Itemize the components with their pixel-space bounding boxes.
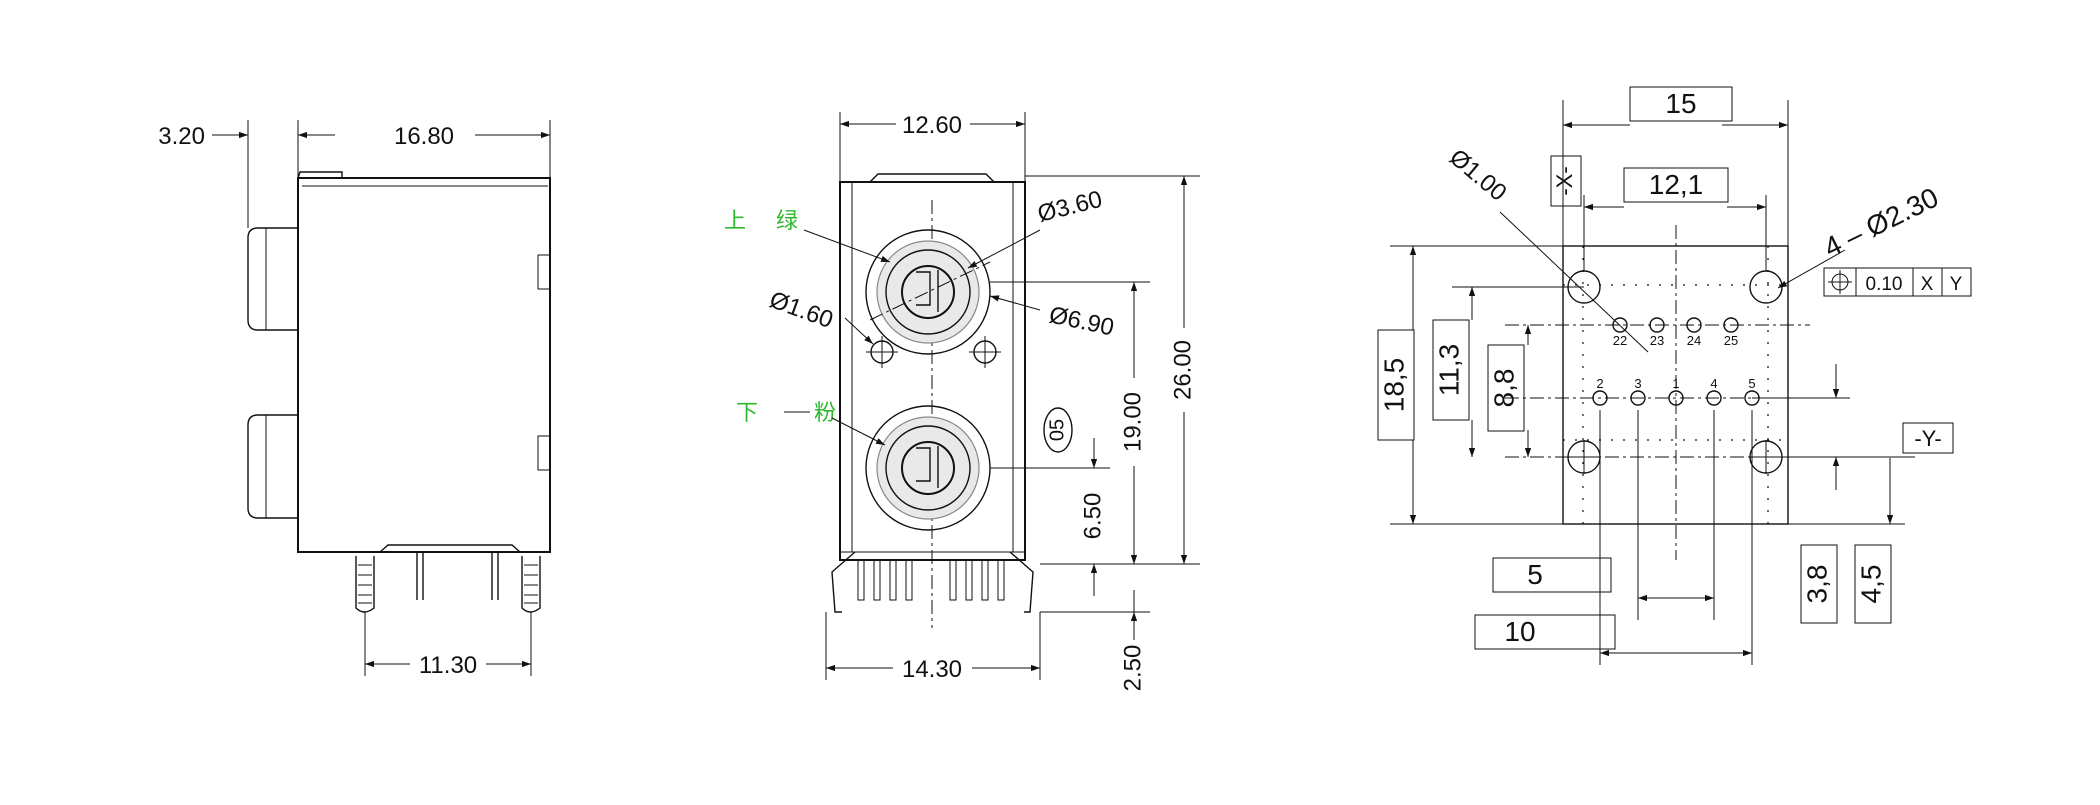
dim-dia-peg: Ø1.60 xyxy=(766,286,837,334)
dim-pin-span: 11.30 xyxy=(419,652,477,679)
pin-row-top: 22 23 24 25 xyxy=(1612,317,1739,348)
box-h38 xyxy=(1800,544,1838,624)
dim-width-bottom: 14.30 xyxy=(902,656,962,683)
label-top-color: 绿 xyxy=(776,208,798,233)
marker-ellipse xyxy=(1043,407,1073,453)
dim-small-hole: Ø1.00 xyxy=(1444,144,1511,207)
box-h88 xyxy=(1487,344,1525,432)
front-pins xyxy=(831,551,1034,613)
front-upper-jack xyxy=(865,229,991,355)
box-pitch5 xyxy=(1492,557,1612,593)
side-upper-jack xyxy=(247,227,298,331)
dim-height: 26.00 xyxy=(1169,340,1196,400)
pin-label-4: 4 xyxy=(1710,376,1717,391)
dim-upper-center: 19.00 xyxy=(1119,392,1146,452)
dim-dia-inner: Ø3.60 xyxy=(1035,186,1105,228)
dim-total-depth: 3.20 xyxy=(158,123,205,150)
side-lower-jack xyxy=(247,414,298,519)
dim-outer-width: 15 xyxy=(1665,88,1696,119)
pin-label-3: 3 xyxy=(1634,376,1641,391)
pin-label-5: 5 xyxy=(1748,376,1755,391)
dim-overall-height: 18,5 xyxy=(1378,358,1409,413)
marker-05: 05 xyxy=(1046,419,1068,441)
dim-h38: 3,8 xyxy=(1801,565,1832,604)
dim-pitch10: 10 xyxy=(1504,616,1535,647)
label-bottom-char: 下 xyxy=(736,400,758,425)
front-view: 05 12.60 14.30 26.00 19.00 6. xyxy=(724,112,1200,691)
dim-h113: 11,3 xyxy=(1433,344,1464,396)
tolerance-ref-x: X xyxy=(1921,274,1934,295)
dim-width-top: 12.60 xyxy=(902,112,962,139)
footprint-view: 22 23 24 25 2 3 1 4 5 15 xyxy=(1377,86,1972,665)
pin-label-25: 25 xyxy=(1724,333,1738,348)
tolerance-frame: 0.10 X Y xyxy=(1823,267,1972,297)
pin-label-24: 24 xyxy=(1687,333,1701,348)
box-overall-height xyxy=(1377,329,1415,441)
box-h113 xyxy=(1432,319,1470,421)
datum-y: -Y- xyxy=(1914,426,1941,451)
box-h45 xyxy=(1854,544,1892,624)
pin-label-1: 1 xyxy=(1672,376,1679,391)
datum-x-box xyxy=(1550,155,1582,207)
pin-row-mid: 2 3 1 4 5 xyxy=(1592,376,1760,406)
datum-x: -X- xyxy=(1552,166,1577,195)
dim-dia-outer: Ø6.90 xyxy=(1047,301,1117,341)
tolerance-value: 0.10 xyxy=(1866,274,1903,295)
side-view: 3.20 16.80 11.30 xyxy=(158,120,551,679)
dim-h88: 8,8 xyxy=(1488,369,1519,408)
dim-body-depth: 16.80 xyxy=(394,123,454,150)
side-pins xyxy=(355,552,541,613)
box-pitch10 xyxy=(1474,614,1616,650)
dim-mount-holes: 4 – Ø2.30 xyxy=(1819,182,1943,264)
datum-y-box xyxy=(1902,422,1954,454)
tolerance-ref-y: Y xyxy=(1950,274,1963,295)
dim-pitch5: 5 xyxy=(1527,559,1543,590)
pin-label-22: 22 xyxy=(1613,333,1627,348)
front-lower-jack xyxy=(865,405,991,531)
box-inner-width xyxy=(1623,167,1729,203)
side-body-outline xyxy=(297,177,551,553)
dim-h45: 4,5 xyxy=(1855,565,1886,604)
pin-label-23: 23 xyxy=(1650,333,1664,348)
dim-inner-width: 12,1 xyxy=(1649,169,1704,200)
label-bottom-color: 粉 xyxy=(814,400,836,425)
dim-pin-length: 2.50 xyxy=(1119,645,1146,692)
box-outer-width xyxy=(1629,86,1733,122)
mount-holes xyxy=(1567,270,1783,474)
pin-label-2: 2 xyxy=(1596,376,1603,391)
label-top-char: 上 xyxy=(724,208,746,233)
dim-lower-center: 6.50 xyxy=(1079,493,1106,540)
